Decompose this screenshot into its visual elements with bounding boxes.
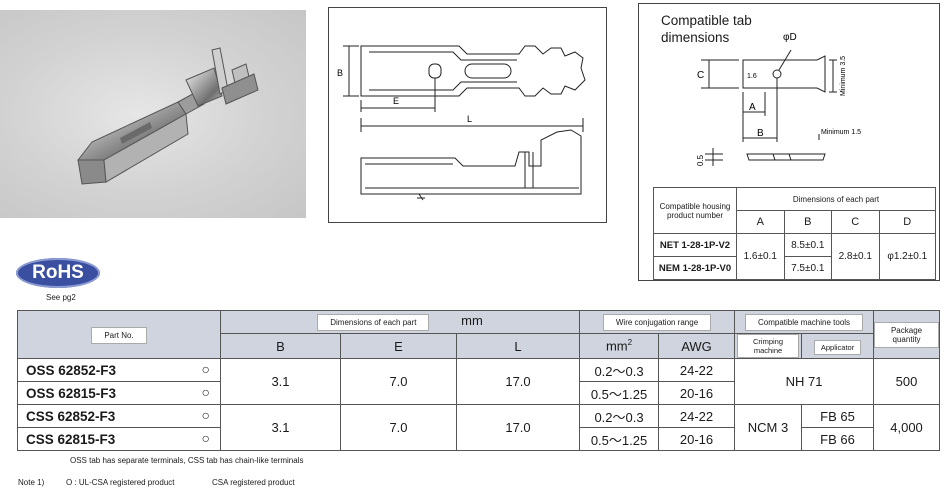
group2-e: 7.0 [340,404,457,451]
part-row-3: CSS 62852-F3 ○ [17,404,221,428]
wire-header: Wire conjugation range [602,314,712,331]
tab-label-min15: Minimum 1.5 [821,129,861,136]
crimping-cell: Crimping machine [734,333,803,359]
wire-mm2-4: 0.5～1.25 [579,427,660,451]
package-header-cell: Package quantity [873,310,941,359]
part-row-4: CSS 62815-F3 ○ [17,427,221,451]
tab-col-d: D [878,210,936,234]
wire-mm2-1: 0.2～0.3 [579,358,660,382]
ul-csa-mark: ○ [201,430,210,446]
group2-b: 3.1 [220,404,341,451]
tab-label-c: C [697,70,704,81]
part-name: OSS 62815-F3 [26,385,117,401]
tab-title-line2: dimensions [661,30,730,45]
ul-csa-mark: ○ [201,361,210,377]
group2-l: 17.0 [455,404,581,451]
wire-awg-3: 24-22 [658,404,736,428]
tab-drawing-svg: φD C 1.6 A B Minimum 1.5 Minimum 3.5 0.5 [696,32,861,166]
tools-header-cell: Compatible machine tools [734,310,875,334]
product-photo [0,10,306,218]
dims-header: Dimensions of each part [317,314,430,331]
group1-tool: NH 71 [734,358,875,405]
col-l: L [455,333,581,359]
housing-net: NET 1-28-1P-V2 [653,233,737,257]
wire-mm2-2: 0.5～1.25 [579,381,660,405]
part-row-1: OSS 62852-F3 ○ [17,358,221,382]
group1-e: 7.0 [340,358,457,405]
drawing-label-e: E [393,96,399,106]
tab-title-line1: Compatible tab [661,13,752,28]
tab-value-c: 2.8±0.1 [831,233,880,280]
applicator-cell: Applicator [801,333,875,359]
tab-value-b-nem: 7.5±0.1 [783,256,832,280]
group2-applicator-1: FB 65 [801,404,875,428]
drawing-label-b: B [337,68,343,78]
tab-col-a: A [736,210,785,234]
group2-machine: NCM 3 [734,404,803,451]
csa-note: CSA registered product [212,478,295,487]
col-mm2-sup: 2 [627,338,633,348]
housing-header: Compatible housing product number [653,187,737,234]
wire-awg-1: 24-22 [658,358,736,382]
col-mm2: mm [605,338,628,354]
group1-b: 3.1 [220,358,341,405]
tab-box-title: Compatible tab dimensions [661,12,752,46]
package-header: Package quantity [874,321,940,348]
col-b: B [220,333,341,359]
group1-l: 17.0 [455,358,581,405]
wire-awg-2: 20-16 [658,381,736,405]
group2-applicator-2: FB 66 [801,427,875,451]
tab-label-phid: φD [783,32,797,43]
tab-value-d: φ1.2±0.1 [878,233,936,280]
dims-header-cell: Dimensions of each part mm [219,310,581,334]
group1-package: 500 [873,358,941,405]
note-label: Note 1) [18,478,45,487]
tab-value-b-net: 8.5±0.1 [783,233,832,257]
tab-col-c: C [831,210,880,234]
part-name: CSS 62815-F3 [26,431,116,447]
part-no-header-cell: Part No. [17,310,221,359]
tab-type-note: OSS tab has separate terminals, CSS tab … [70,456,304,465]
ul-csa-note: O : UL-CSA registered product [66,478,175,487]
part-row-2: OSS 62815-F3 ○ [17,381,221,405]
terminal-drawing-svg: B E L [337,45,586,201]
parts-table: Part No. Dimensions of each part mm Wire… [17,310,941,451]
ul-csa-mark: ○ [201,407,210,423]
terminal-drawing: B E L [328,7,607,223]
compatible-tab-box: Compatible tab dimensions φD C 1.6 A B M… [638,3,940,281]
wire-awg-4: 20-16 [658,427,736,451]
part-name: OSS 62852-F3 [26,362,117,378]
part-no-header: Part No. [91,326,147,344]
tab-value-a: 1.6±0.1 [736,233,785,280]
tab-label-05: 0.5 [696,154,705,166]
housing-nem: NEM 1-28-1P-V0 [653,256,737,280]
tab-dimensions-table: Compatible housing product number Dimens… [653,187,936,280]
crimping-machine-header: Crimping machine [737,334,800,358]
tab-label-min35: Minimum 3.5 [840,56,847,96]
ul-csa-mark: ○ [201,384,210,400]
group2-package: 4,000 [873,404,941,451]
tab-col-b: B [783,210,832,234]
tab-label-b: B [757,128,764,139]
rohs-logo: RoHS [16,258,100,288]
wire-mm2-3: 0.2～0.3 [579,404,660,428]
tools-header: Compatible machine tools [745,314,864,331]
terminal-photo-illustration [76,47,259,185]
drawing-label-l: L [467,114,472,124]
col-awg: AWG [658,333,736,359]
tab-label-1-6: 1.6 [747,73,757,80]
rohs-see-page: See pg2 [46,293,76,302]
wire-header-cell: Wire conjugation range [579,310,736,334]
col-mm2-cell: mm2 [579,333,660,359]
tab-label-a: A [749,102,756,113]
mm-unit: mm [461,313,483,328]
col-e: E [340,333,457,359]
applicator-header: Applicator [813,339,862,355]
part-name: CSS 62852-F3 [26,408,116,424]
tab-dims-header: Dimensions of each part [736,187,936,211]
